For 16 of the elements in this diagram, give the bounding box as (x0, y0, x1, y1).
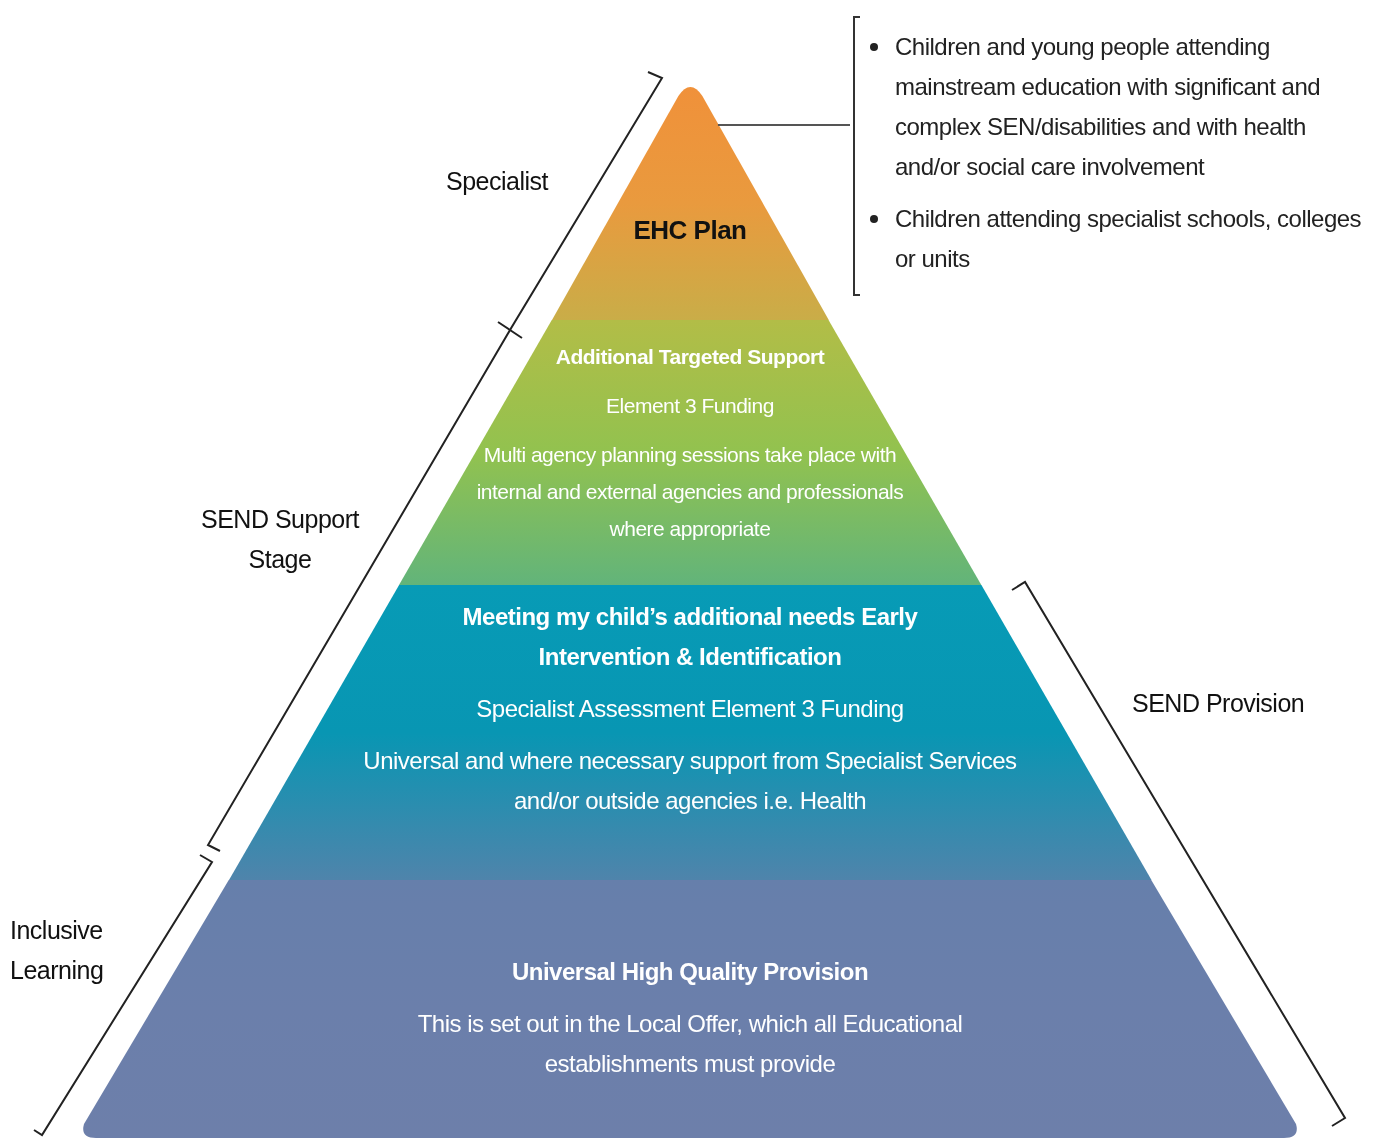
tier-heading: Universal High Quality Provision (511, 957, 869, 987)
bracket-label: SEND Provision (1132, 688, 1305, 719)
bracket-label: SEND Support Stage (200, 504, 361, 575)
tier-text: Multi agency planning sessions take place with internal and external agencies and professionals where appropriate (475, 442, 905, 542)
tier-text: Specialist Assessment Element 3 Funding (476, 694, 904, 724)
bullet-text: Children and young people attending mainstream education with significant and complex SEN/disabilities and with health and/or social care involvement (895, 32, 1322, 182)
tier-text: Universal and where necessary support from Specialist Services and/or outside agencies i.e. Health (362, 746, 1018, 816)
tier-text: Element 3 Funding (606, 393, 774, 419)
tier-text: This is set out in the Local Offer, which all Educational establishments must provide (416, 1009, 964, 1079)
tier-heading: EHC Plan (633, 214, 747, 247)
tier-heading: Additional Targeted Support (555, 344, 825, 370)
leader-line (716, 124, 851, 126)
bullet-text: Children attending specialist schools, colleges or units (895, 204, 1363, 274)
tier-heading: Meeting my child’s additional needs Early Intervention & Identification (461, 602, 919, 672)
bracket-label: Specialist (446, 166, 548, 197)
bracket-label: Inclusive Learning (10, 915, 105, 986)
